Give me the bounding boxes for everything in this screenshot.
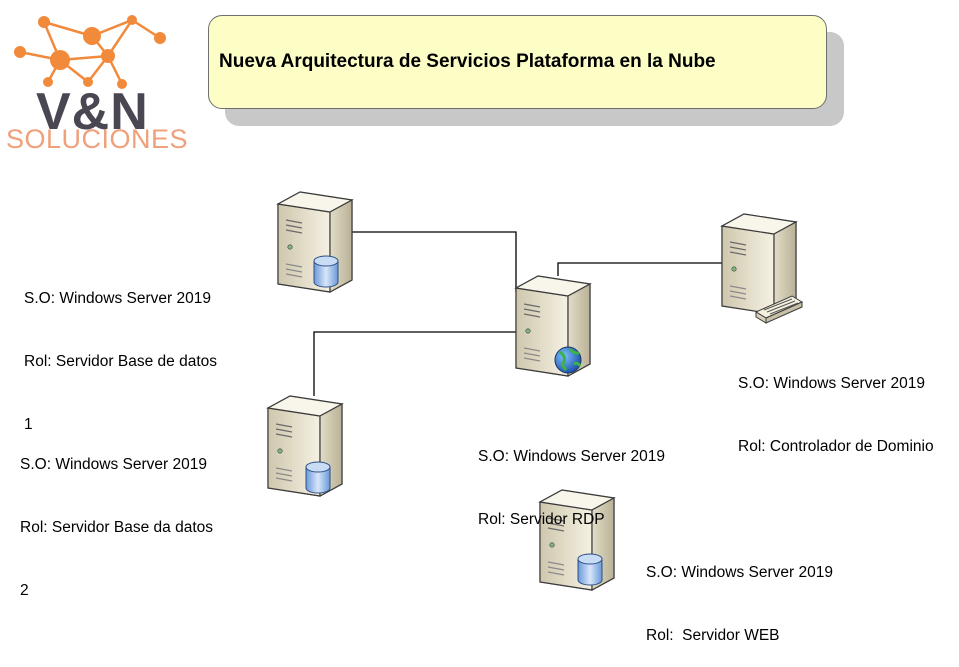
label-db2: S.O: Windows Server 2019 Rol: Servidor B… [20,412,213,622]
page-title: Nueva Arquitectura de Servicios Platafor… [219,51,716,72]
label-db1-os: S.O: Windows Server 2019 [24,290,211,307]
logo-network-graphic [14,15,166,89]
label-db1-suffix: 1 [24,416,33,433]
label-dc-role: Rol: Controlador de Dominio [738,438,934,455]
label-db1-role: Rol: Servidor Base de datos [24,353,217,370]
label-dc: S.O: Windows Server 2019 Rol: Controlado… [738,331,934,478]
server-dc [721,213,804,324]
network-connections [313,231,724,396]
label-rdp-role: Rol: Servidor RDP [478,511,605,528]
logo-subtitle-text: SOLUCIONES [6,124,189,154]
server-rdp [515,275,591,377]
link-db1-rdp [352,231,517,292]
label-rdp-os: S.O: Windows Server 2019 [478,448,665,465]
directory-server-icon [721,213,804,324]
label-web: S.O: Windows Server 2019 Rol: Servidor W… [646,520,833,667]
label-db2-role: Rol: Servidor Base da datos [20,519,213,536]
label-db1: S.O: Windows Server 2019 Rol: Servidor B… [24,246,217,456]
label-db2-os: S.O: Windows Server 2019 [20,456,207,473]
label-dc-os: S.O: Windows Server 2019 [738,375,925,392]
label-rdp: S.O: Windows Server 2019 Rol: Servidor R… [478,404,665,551]
link-db2-rdp [313,331,516,396]
label-web-role: Rol: Servidor WEB [646,627,780,644]
web-globe-server-icon [515,275,591,377]
link-rdp-dc [557,262,724,276]
label-web-os: S.O: Windows Server 2019 [646,564,833,581]
title-box: Nueva Arquitectura de Servicios Platafor… [208,15,827,109]
label-db2-suffix: 2 [20,582,29,599]
logo-brand-text: V&N [36,83,149,141]
